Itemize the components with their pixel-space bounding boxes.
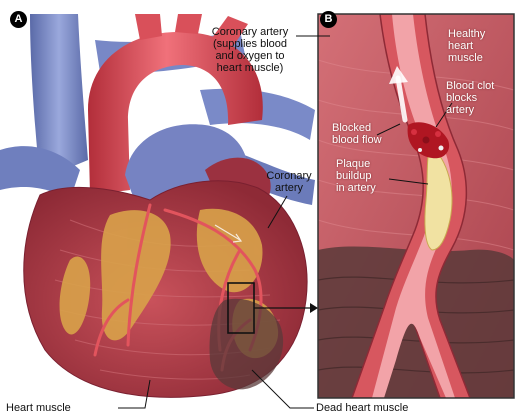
aortic-branch-1 (135, 14, 162, 40)
label-line: Blood clot (446, 80, 495, 92)
label-line: buildup (336, 170, 372, 182)
label-healthy-heart-muscle: Healthy heart muscle (448, 28, 512, 64)
aortic-branch-3 (212, 16, 248, 48)
label-line: heart muscle) (216, 62, 284, 74)
label-line: artery (446, 104, 475, 116)
leader-coronary-mid (267, 195, 288, 229)
label-line: (supplies blood (213, 38, 287, 50)
leader-dead-muscle (251, 369, 314, 409)
pulmonary-vein-left (0, 146, 80, 200)
label-line: Blocked (332, 122, 372, 134)
closeup-blood-flow-arrow (389, 66, 408, 123)
label-line: artery (274, 182, 304, 194)
label-heart-muscle: Heart muscle (6, 402, 71, 414)
label-line: Healthy (448, 28, 486, 40)
superior-vena-cava (30, 14, 88, 180)
label-line: blood flow (332, 134, 382, 146)
panel-b-badge: B (320, 11, 337, 28)
label-line: Plaque (336, 158, 371, 170)
artery-closeup-panel (317, 13, 515, 399)
label-coronary-artery-top: Coronary artery (supplies blood and oxyg… (200, 26, 300, 74)
closeup-border (317, 13, 515, 399)
heart-panel (0, 14, 315, 398)
label-line: Coronary artery (211, 26, 289, 38)
closeup-plaque (424, 144, 453, 251)
label-coronary-artery-mid: Coronary artery (258, 170, 320, 194)
coronary-flow-arrows (214, 224, 243, 243)
zoom-connector (254, 303, 318, 313)
closeup-blood-clot (407, 122, 450, 159)
leader-blood-clot (435, 102, 453, 128)
label-plaque-buildup: Plaque buildup in artery (336, 158, 396, 194)
leader-heart-muscle (118, 379, 151, 409)
leader-lines (118, 35, 453, 409)
aorta (88, 31, 263, 195)
leader-blocked-flow (376, 123, 401, 136)
label-line: blocks (446, 92, 478, 104)
label-line: and oxygen to (215, 50, 285, 62)
label-blood-clot: Blood clot blocks artery (446, 80, 512, 116)
panel-a-badge: A (10, 11, 27, 28)
label-line: muscle (448, 52, 483, 64)
leader-plaque (388, 178, 429, 185)
label-line: heart (448, 40, 474, 52)
label-blocked-blood-flow: Blocked blood flow (332, 122, 396, 146)
label-line: Coronary (266, 170, 312, 182)
label-line: in artery (336, 182, 376, 194)
aortic-branch-2 (175, 14, 202, 34)
label-dead-heart-muscle: Dead heart muscle (316, 402, 409, 414)
